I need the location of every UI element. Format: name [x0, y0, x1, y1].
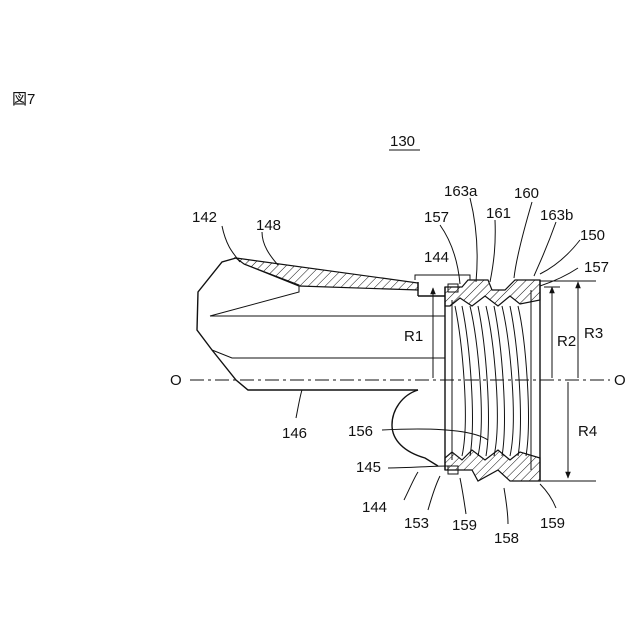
- ref-158: 158: [494, 530, 519, 547]
- ref-163a: 163a: [444, 183, 478, 200]
- ref-163b: 163b: [540, 207, 573, 224]
- ref-159-left: 159: [452, 517, 477, 534]
- dim-r1: R1: [404, 328, 423, 345]
- ref-142: 142: [192, 209, 217, 226]
- ref-144-top: 144: [424, 249, 449, 266]
- ref-144-bottom: 144: [362, 499, 387, 516]
- figure-label: 図7: [12, 91, 35, 108]
- layer-148: [236, 258, 418, 290]
- ref-159-right: 159: [540, 515, 565, 532]
- ref-146: 146: [282, 425, 307, 442]
- dim-r3: R3: [584, 325, 603, 342]
- bracket-144: [415, 275, 470, 280]
- thread-156: [455, 306, 528, 456]
- ref-161: 161: [486, 205, 511, 222]
- ref-148: 148: [256, 217, 281, 234]
- figure-number: 130: [390, 133, 415, 150]
- axis-label-right: O: [614, 372, 626, 389]
- ref-150: 150: [580, 227, 605, 244]
- dim-r2: R2: [557, 333, 576, 350]
- ref-153: 153: [404, 515, 429, 532]
- ref-156: 156: [348, 423, 373, 440]
- ref-145: 145: [356, 459, 381, 476]
- ref-157-right: 157: [584, 259, 609, 276]
- dim-r4: R4: [578, 423, 597, 440]
- lower-web: [392, 390, 438, 466]
- axis-label-left: O: [170, 372, 182, 389]
- ref-160: 160: [514, 185, 539, 202]
- ref-157-top: 157: [424, 209, 449, 226]
